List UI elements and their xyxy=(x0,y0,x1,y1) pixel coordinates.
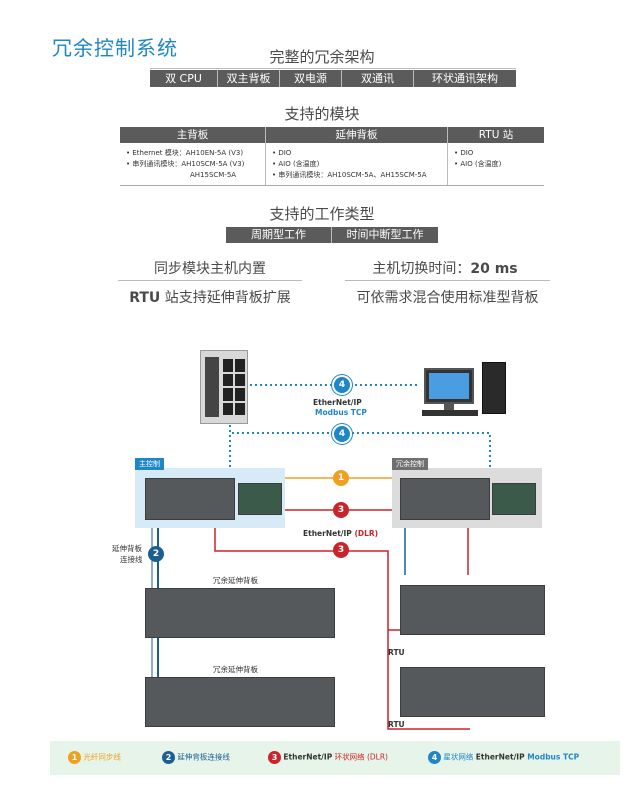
work-type-item: 时间中断型工作 xyxy=(346,228,424,241)
dlr-ring-left xyxy=(214,520,470,730)
module-line: • DIO xyxy=(272,149,292,157)
legend-item-fiber: 1 光纤同步线 xyxy=(68,751,121,764)
switch-ports xyxy=(223,359,245,415)
arch-item: 环状通讯架构 xyxy=(432,72,498,85)
redundant-control-tag: 冗余控制 xyxy=(392,458,428,470)
legend-text: 星状网络 xyxy=(443,752,476,762)
ethernet-ip-label: EtherNet/IP xyxy=(313,398,362,407)
legend-item-star: 4 星状网络 EtherNet/IP Modbus TCP xyxy=(428,751,579,764)
modules-col-main: • Ethernet 模块：AH10EN-5A (V3) • 串列通讯模块：AH… xyxy=(120,143,266,185)
modules-title: 支持的模块 xyxy=(284,105,360,123)
badge-dlr: 3 xyxy=(333,542,349,558)
badge-star-network: 4 xyxy=(334,377,350,393)
main-control-rack xyxy=(145,478,235,520)
architecture-bar: 双 CPU 双主背板 双电源 双通讯 环状通讯架构 xyxy=(150,70,516,87)
main-control-io xyxy=(238,483,282,515)
feature-rtu-ext: RTU 站支持延伸背板扩展 xyxy=(110,287,310,307)
modules-table: 主背板 延伸背板 RTU 站 • Ethernet 模块：AH10EN-5A (… xyxy=(120,127,544,186)
rtu-rack xyxy=(400,667,545,717)
badge-ext-link: 2 xyxy=(148,546,164,562)
module-line: • DIO xyxy=(454,149,474,157)
architecture-rule xyxy=(150,68,516,69)
legend-text-tail: Modbus TCP xyxy=(524,752,580,762)
feature-switch-text: 主机切换时间： xyxy=(372,261,471,277)
switch-panel xyxy=(205,357,219,417)
feature-sync-module: 同步模块主机内置 xyxy=(154,261,266,277)
legend: 1 光纤同步线 2 延伸背板连接线 3 EtherNet/IP 环状网络 (DL… xyxy=(50,741,620,775)
dlr-ethernet-label: EtherNet/IP (DLR) xyxy=(303,529,378,538)
ext-backplane-rack xyxy=(145,588,335,638)
module-line: • 串列通讯模块：AH10SCM-5A、AH15SCM-5A xyxy=(272,171,427,179)
module-line: • AIO (含温度) xyxy=(454,160,502,168)
feature-divider xyxy=(345,280,550,281)
modules-col-ext: • DIO • AIO (含温度) • 串列通讯模块：AH10SCM-5A、AH… xyxy=(266,143,448,185)
modules-header-row: 主背板 延伸背板 RTU 站 xyxy=(120,127,544,143)
modules-header: 主背板 xyxy=(120,127,266,143)
pc-monitor xyxy=(424,368,474,404)
badge-dlr: 3 xyxy=(333,502,349,518)
redundant-control-io xyxy=(492,483,536,515)
ext-backplane-rack xyxy=(145,677,335,727)
module-line: AH15SCM-5A xyxy=(190,171,237,179)
arch-item: 双通讯 xyxy=(342,70,414,87)
legend-text-bold: EtherNet/IP xyxy=(475,752,525,762)
badge-fiber-sync: 1 xyxy=(333,470,349,486)
legend-item-dlr: 3 EtherNet/IP 环状网络 (DLR) xyxy=(268,751,388,764)
arch-item: 双 CPU xyxy=(150,70,218,87)
modbus-tcp-label: Modbus TCP xyxy=(315,408,367,417)
badge-star-network: 4 xyxy=(334,426,350,442)
legend-text-bold: EtherNet/IP xyxy=(283,752,333,762)
ethernet-switch xyxy=(200,350,248,424)
modules-body-row: • Ethernet 模块：AH10EN-5A (V3) • 串列通讯模块：AH… xyxy=(120,143,544,186)
arch-item: 双主背板 xyxy=(218,70,280,87)
rtu-label: RTU xyxy=(388,648,405,657)
legend-badge: 2 xyxy=(162,751,175,764)
page-title: 冗余控制系统 xyxy=(52,36,178,60)
module-line: • AIO (含温度) xyxy=(272,160,320,168)
feature-switch-value: 20 ms xyxy=(470,261,518,277)
redundant-control-rack xyxy=(400,478,490,520)
feature-switch-time: 主机切换时间：20 ms xyxy=(345,258,545,278)
ext-backplane-label: 冗余延伸背板 xyxy=(213,665,258,674)
legend-badge: 1 xyxy=(68,751,81,764)
work-type-item: 周期型工作 xyxy=(226,227,332,243)
ext-backplane-label: 冗余延伸背板 xyxy=(213,576,258,585)
work-types-title: 支持的工作类型 xyxy=(269,205,375,223)
ext-link-label-2: 连接线 xyxy=(120,555,143,564)
pc-tower xyxy=(482,362,506,414)
legend-text: 延伸背板连接线 xyxy=(177,752,230,762)
rtu-rack xyxy=(400,585,545,635)
work-types-bar: 周期型工作 时间中断型工作 xyxy=(226,227,438,243)
dlr-ethernet-text: EtherNet/IP xyxy=(303,529,352,538)
feature-divider xyxy=(118,280,302,281)
architecture-title: 完整的冗余架构 xyxy=(269,48,375,66)
legend-item-ext: 2 延伸背板连接线 xyxy=(162,751,230,764)
module-line: • 串列通讯模块：AH10SCM-5A (V3) xyxy=(126,160,245,168)
legend-text: 环状网络 (DLR) xyxy=(332,752,388,762)
dlr-text: (DLR) xyxy=(354,529,379,538)
modules-header: 延伸背板 xyxy=(266,127,448,143)
legend-badge: 3 xyxy=(268,751,281,764)
rtu-label: RTU xyxy=(388,720,405,729)
pc-stand xyxy=(444,404,454,410)
feature-rtu-text: 站支持延伸背板扩展 xyxy=(160,290,291,306)
feature-rtu-bold: RTU xyxy=(129,290,161,306)
main-control-tag: 主控制 xyxy=(135,458,164,470)
legend-text: 光纤同步线 xyxy=(83,752,121,762)
pc-keyboard xyxy=(422,410,478,416)
feature-mixed-backplane: 可依需求混合使用标准型背板 xyxy=(356,290,539,306)
legend-badge: 4 xyxy=(428,751,441,764)
modules-col-rtu: • DIO • AIO (含温度) xyxy=(448,143,544,185)
pc-screen xyxy=(429,373,469,399)
module-line: • Ethernet 模块：AH10EN-5A (V3) xyxy=(126,149,244,157)
modules-header: RTU 站 xyxy=(478,129,514,141)
arch-item: 双电源 xyxy=(280,70,342,87)
ext-link-label-1: 延伸背板 xyxy=(112,544,142,553)
